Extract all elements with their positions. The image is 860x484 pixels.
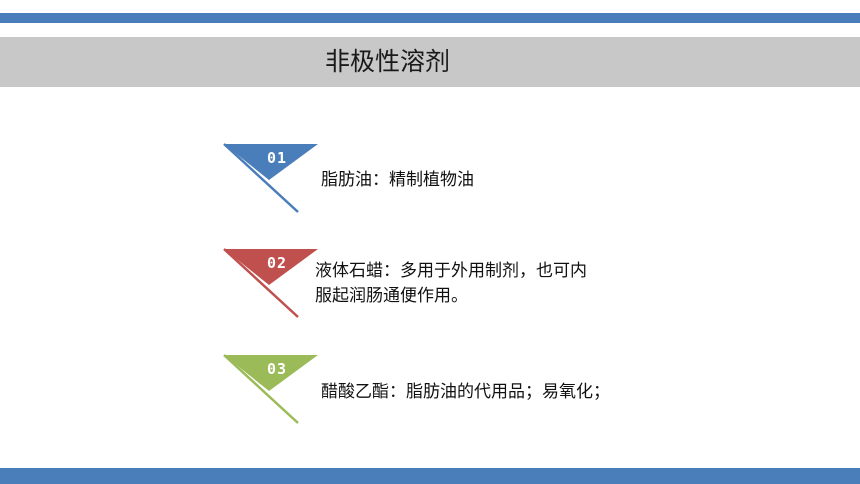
item-marker-02: 02 xyxy=(220,247,330,327)
item-marker-01: 01 xyxy=(220,142,330,222)
marker-line xyxy=(223,143,299,213)
triangle-arrow-icon xyxy=(223,354,318,424)
slide-title: 非极性溶剂 xyxy=(325,47,451,76)
marker-line xyxy=(223,248,299,318)
item-text-line: 醋酸乙酯：脂肪油的代用品；易氧化； xyxy=(321,382,610,402)
marker-triangle xyxy=(224,144,318,180)
item-number: 03 xyxy=(266,360,288,378)
title-bar xyxy=(0,37,860,87)
item-text-01: 脂肪油：精制植物油 xyxy=(321,168,474,193)
marker-line xyxy=(223,354,299,424)
item-text-line: 脂肪油：精制植物油 xyxy=(321,170,474,190)
item-text-line: 服起润肠通便作用。 xyxy=(315,286,468,306)
item-number: 02 xyxy=(266,254,288,272)
marker-triangle xyxy=(224,249,318,285)
bottom-accent-band xyxy=(0,468,860,484)
item-number: 01 xyxy=(266,149,288,167)
triangle-arrow-icon xyxy=(223,248,318,318)
item-text-02: 液体石蜡：多用于外用制剂，也可内 服起润肠通便作用。 xyxy=(315,259,587,309)
item-text-line: 液体石蜡：多用于外用制剂，也可内 xyxy=(315,261,587,281)
marker-triangle xyxy=(224,355,318,391)
triangle-arrow-icon xyxy=(223,143,318,213)
top-accent-band xyxy=(0,13,860,23)
item-marker-03: 03 xyxy=(220,353,330,433)
item-text-03: 醋酸乙酯：脂肪油的代用品；易氧化； xyxy=(321,380,610,405)
